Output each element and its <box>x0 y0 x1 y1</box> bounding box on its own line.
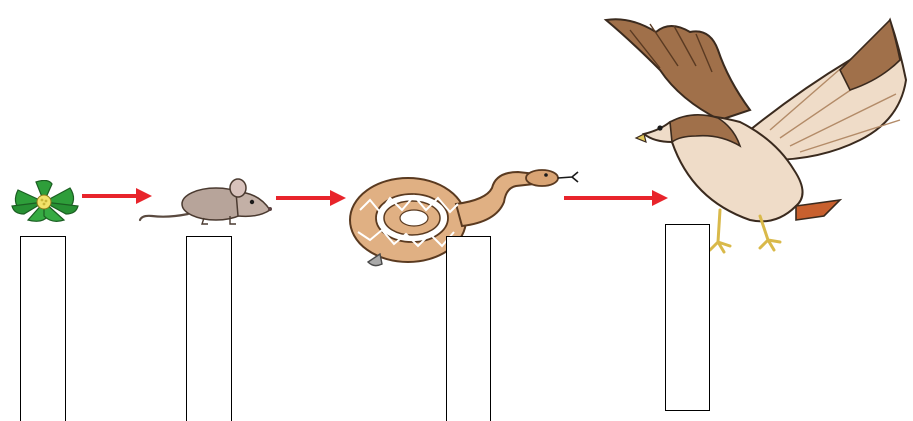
mouse-eye <box>250 200 254 204</box>
snake-rattle <box>368 254 382 266</box>
mouse-tail <box>140 214 188 220</box>
answer-box-plant[interactable] <box>20 236 66 421</box>
mouse-icon <box>138 178 274 228</box>
arrow-mouse-to-snake <box>274 188 348 208</box>
hawk-left-wing <box>606 19 750 120</box>
flower-center <box>37 195 51 209</box>
snake-tongue <box>558 172 578 182</box>
mouse-ear <box>230 179 246 197</box>
snake-head <box>526 170 578 186</box>
hawk-icon <box>600 10 913 260</box>
answer-box-snake[interactable] <box>446 236 491 421</box>
hawk-beak <box>636 134 646 142</box>
hawk-eye <box>657 125 662 130</box>
answer-box-hawk[interactable] <box>665 224 710 411</box>
answer-box-mouse[interactable] <box>186 236 232 421</box>
hawk-tail <box>796 200 840 220</box>
flower-plant-icon <box>8 180 80 224</box>
hawk-right-wing <box>750 20 906 160</box>
